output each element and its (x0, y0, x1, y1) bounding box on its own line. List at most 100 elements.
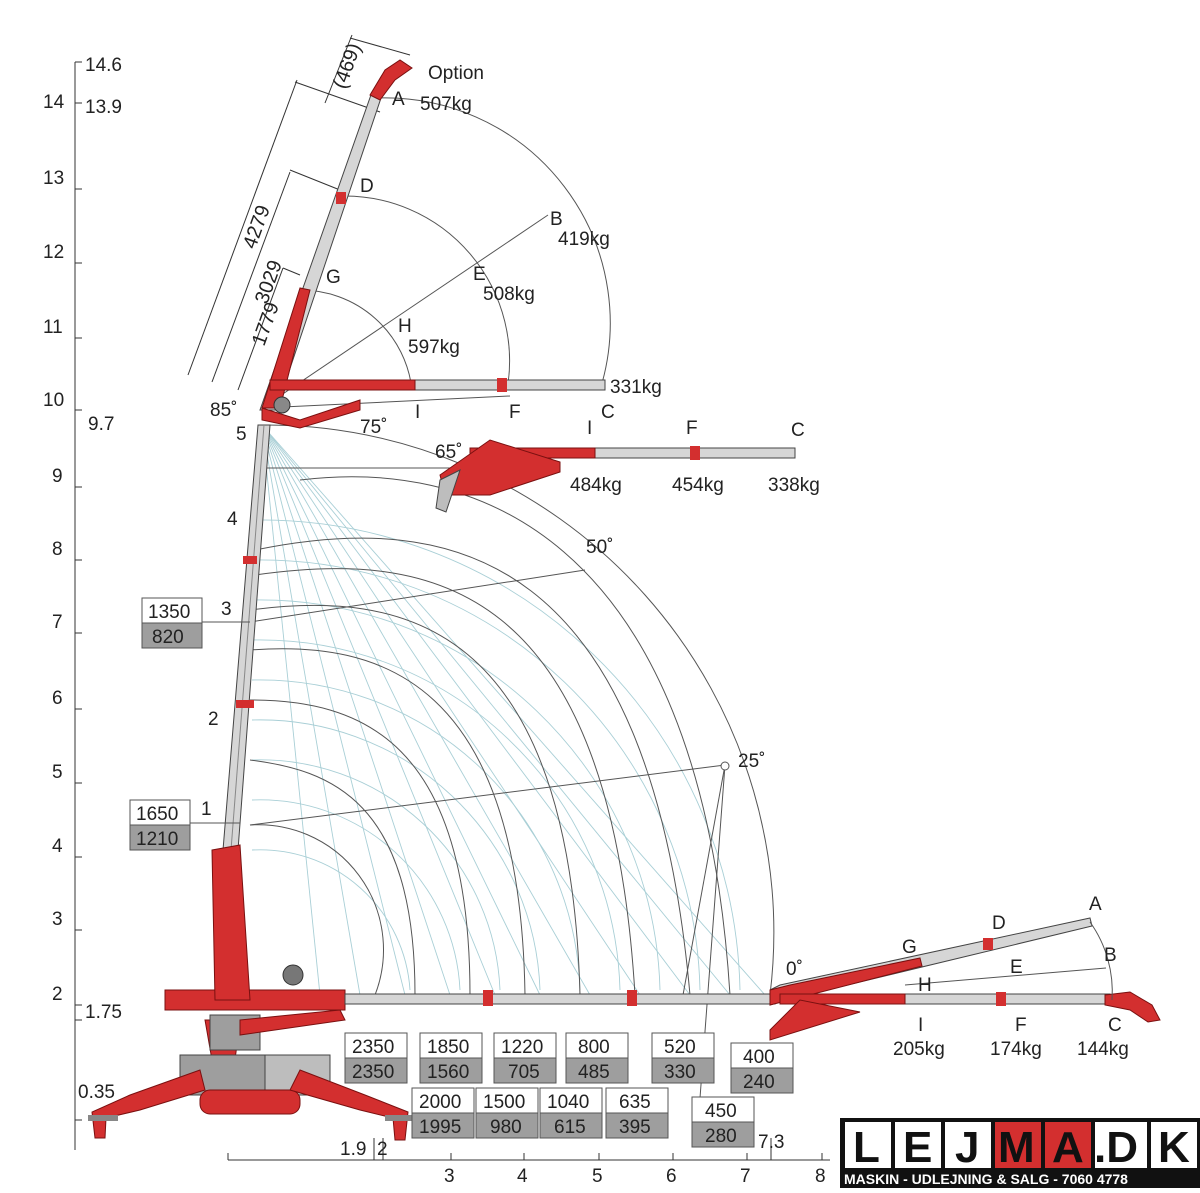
top-point-f: F (509, 402, 521, 423)
capacity-box-r2-3: 1040 615 (539, 1087, 603, 1139)
logo-letter-e: E (903, 1123, 932, 1172)
mid-point-i: I (587, 418, 592, 439)
capacity-box-1: 1650 1210 (129, 799, 191, 851)
top-point-i: I (415, 402, 420, 423)
x-tick-8: 8 (815, 1166, 826, 1187)
section-2: 2 (208, 709, 219, 730)
middle-boom (435, 439, 796, 513)
bottom-capacity-row1: 2350 2350 1850 1560 1220 705 800 485 520… (344, 1032, 794, 1094)
x-tick-7: 7 (740, 1166, 751, 1187)
mid-weight-c: 338kg (768, 475, 820, 496)
low-point-h: H (918, 975, 932, 996)
y-tick-12: 12 (43, 242, 64, 263)
option-label: Option (428, 63, 484, 84)
load-curves (249, 424, 775, 1099)
capacity-top: 400 (743, 1047, 775, 1068)
logo-letter-k: K (1158, 1123, 1190, 1172)
logo-tagline: MASKIN - UDLEJNING & SALG - 7060 4778 (844, 1171, 1128, 1187)
capacity-bottom: 1995 (419, 1117, 461, 1138)
angle-25-marker (720, 761, 730, 771)
capacity-top: 1220 (501, 1037, 543, 1058)
left-axis-labels: 14 13 12 11 10 9 8 7 6 5 4 3 2 14.6 13.9… (43, 55, 122, 1103)
capacity-bottom: 395 (619, 1117, 651, 1138)
low-weight-i: 205kg (893, 1039, 945, 1060)
left-axis (74, 61, 82, 1150)
boom-section-labels: 1 2 3 4 5 (201, 424, 247, 820)
top-point-a: A (392, 89, 405, 110)
low-point-i: I (918, 1015, 923, 1036)
capacity-bottom: 2350 (352, 1062, 394, 1083)
angle-85: 85˚ (210, 400, 237, 421)
capacity-box-r2-2: 1500 980 (475, 1087, 539, 1139)
boom-dimensions (187, 34, 411, 391)
section-1: 1 (201, 799, 212, 820)
bottom-axis-labels: 3 4 5 6 7 8 1.9 2 7.3 (340, 1132, 826, 1187)
section-3: 3 (221, 599, 232, 620)
top-weight-c: 331kg (610, 377, 662, 398)
top-weight-e: 508kg (483, 284, 535, 305)
capacity-top: 450 (705, 1101, 737, 1122)
low-weight-c: 144kg (1077, 1039, 1129, 1060)
option-weight: 507kg (420, 94, 472, 115)
logo-letter-m: M (998, 1123, 1035, 1172)
logo-letter-l: L (853, 1123, 880, 1172)
low-point-c: C (1108, 1015, 1122, 1036)
y-tick-2: 2 (52, 984, 63, 1005)
angle-25: 25˚ (738, 751, 765, 772)
capacity-bottom: 485 (578, 1062, 610, 1083)
angle-0: 0˚ (786, 959, 803, 980)
y-tick-3: 3 (52, 909, 63, 930)
top-boom (259, 59, 606, 429)
top-point-e: E (473, 264, 486, 285)
y-tick-6: 6 (52, 688, 63, 709)
y-tick-11: 11 (43, 317, 63, 338)
y-special-14-6: 14.6 (85, 55, 122, 76)
y-tick-13: 13 (43, 168, 64, 189)
angle-65: 65˚ (435, 442, 462, 463)
capacity-bottom: 330 (664, 1062, 696, 1083)
grid-radials (261, 424, 766, 996)
y-special-1-75: 1.75 (85, 1002, 122, 1023)
capacity-bottom: 615 (554, 1117, 586, 1138)
mid-weight-f: 454kg (672, 475, 724, 496)
x-special-2: 2 (377, 1139, 388, 1160)
section-5: 5 (236, 424, 247, 445)
angle-labels: 85˚ 75˚ 65˚ 50˚ 25˚ 0˚ (210, 400, 803, 980)
top-point-c: C (601, 402, 615, 423)
side-capacity-boxes: 1350 820 1650 1210 (129, 597, 250, 851)
lejma-logo: L E J M A .D K MASKIN - UDLEJNING & SALG… (840, 1118, 1200, 1188)
top-point-g: G (326, 267, 341, 288)
section-4: 4 (227, 509, 238, 530)
grid-arcs (251, 519, 741, 991)
low-point-b: B (1104, 945, 1117, 966)
logo-letter-d: .D (1094, 1123, 1138, 1172)
middle-labels: I F C 484kg 454kg 338kg (570, 418, 820, 496)
capacity-top: 1350 (148, 602, 190, 623)
y-tick-7: 7 (52, 612, 63, 633)
top-point-b: B (550, 209, 563, 230)
crane-base (88, 844, 415, 1141)
capacity-bottom: 1210 (136, 829, 178, 850)
capacity-bottom: 240 (743, 1072, 775, 1093)
capacity-top: 1040 (547, 1092, 589, 1113)
y-tick-10: 10 (43, 390, 64, 411)
capacity-box-r1-2: 1850 1560 (419, 1032, 483, 1084)
capacity-top: 520 (664, 1037, 696, 1058)
top-point-h: H (398, 316, 412, 337)
capacity-box-r2-5: 450 280 (691, 1096, 755, 1148)
capacity-top: 800 (578, 1037, 610, 1058)
x-special-7-3: 7.3 (758, 1132, 784, 1153)
range-grid (249, 424, 775, 1099)
capacity-top: 2000 (419, 1092, 461, 1113)
capacity-box-r1-3: 1220 705 (493, 1032, 557, 1084)
low-point-f: F (1015, 1015, 1027, 1036)
low-point-a: A (1089, 894, 1102, 915)
capacity-top: 1500 (483, 1092, 525, 1113)
x-special-1-9: 1.9 (340, 1139, 366, 1160)
mid-point-f: F (686, 418, 698, 439)
y-tick-9: 9 (52, 466, 63, 487)
x-tick-6: 6 (666, 1166, 677, 1187)
dim-469: (469) (329, 40, 366, 91)
y-tick-5: 5 (52, 762, 63, 783)
top-arcs (261, 97, 611, 409)
